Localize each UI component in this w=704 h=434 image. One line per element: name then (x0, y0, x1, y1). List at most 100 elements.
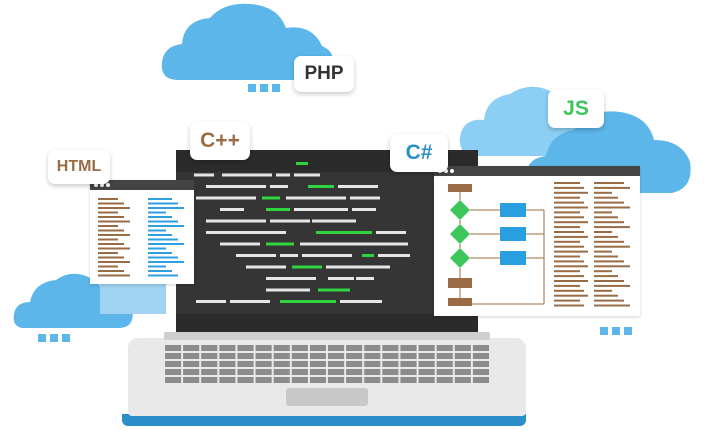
keyboard-key (382, 369, 399, 375)
flow-text-line (554, 275, 584, 278)
keyboard-key (436, 369, 453, 375)
keyboard-key (346, 377, 363, 383)
code-line (376, 231, 406, 234)
flow-process (500, 251, 526, 265)
html-code-line (148, 274, 178, 277)
code-line (340, 300, 382, 303)
keyboard-key (346, 353, 363, 359)
flow-text-line (554, 299, 580, 302)
keyboard-key (291, 353, 308, 359)
keyboard-key (418, 361, 435, 367)
keyboard-key (273, 361, 290, 367)
keyboard-key (346, 369, 363, 375)
flow-text-line (594, 211, 612, 214)
flow-text-line (594, 221, 624, 224)
code-line (286, 196, 346, 200)
keyboard-key (364, 369, 381, 375)
flow-text-line (554, 231, 584, 233)
flow-start (448, 184, 472, 192)
keyboard-key (291, 369, 308, 375)
html-code-line (148, 265, 166, 268)
keyboard-key (418, 353, 435, 359)
flow-text-line (594, 226, 630, 229)
flow-text-line (554, 245, 584, 248)
html-tag: HTML (48, 150, 110, 184)
keyboard-key (309, 345, 326, 351)
keyboard-key (183, 377, 200, 383)
flow-text-line (594, 235, 618, 238)
laptop-hinge (164, 332, 490, 340)
code-line-green (280, 300, 336, 303)
code-line (270, 185, 288, 188)
keyboard-key (255, 345, 272, 351)
code-line-green (318, 288, 350, 292)
flow-text-line (554, 250, 588, 253)
keyboard-key (183, 361, 200, 367)
keyboard-key (364, 345, 381, 351)
html-code-line (98, 243, 124, 245)
cloud-icon (13, 273, 133, 328)
flow-text-line (594, 201, 624, 204)
flow-text-line (594, 245, 630, 248)
html-code-line (98, 229, 124, 232)
keyboard-key (328, 353, 345, 359)
flow-text-line (594, 284, 630, 287)
html-code-line (98, 207, 130, 209)
code-line (378, 254, 410, 257)
flow-step (448, 278, 472, 288)
flow-text-line (594, 191, 612, 194)
code-line (266, 277, 316, 280)
html-code-line (98, 247, 130, 250)
keyboard-key (183, 345, 200, 351)
flow-text-line (554, 201, 584, 204)
html-code-line (148, 261, 184, 263)
code-line-green (362, 254, 374, 257)
keyboard-key (273, 345, 290, 351)
keyboard-key (454, 377, 471, 383)
keyboard-key (418, 377, 435, 383)
html-code-line (98, 270, 124, 272)
keyboard-key (291, 377, 308, 383)
html-code-line (98, 238, 118, 241)
keyboard-key (219, 345, 236, 351)
laptop-shadow-base (122, 414, 526, 426)
code-line (300, 242, 408, 246)
trackpad[interactable] (286, 388, 368, 406)
code-line-green (308, 185, 334, 188)
cloud-dots (600, 327, 632, 335)
flow-text-line (554, 206, 588, 209)
keyboard-key (346, 345, 363, 351)
code-line (356, 277, 374, 280)
html-code-line (98, 256, 124, 259)
keyboard-key (436, 377, 453, 383)
code-line (328, 277, 354, 280)
keyboard-key (165, 361, 182, 367)
flow-text-line (594, 182, 624, 184)
flow-text-line (594, 294, 618, 297)
code-line (266, 288, 310, 292)
keyboard-key (237, 353, 254, 359)
keyboard-key (382, 345, 399, 351)
keyboard-key (454, 369, 471, 375)
html-code-line (98, 274, 130, 277)
keyboard-key (364, 353, 381, 359)
keyboard-key (472, 361, 489, 367)
keyboard-key (472, 345, 489, 351)
keyboard-key (436, 345, 453, 351)
flow-text-line (554, 191, 588, 194)
keyboard-key (309, 361, 326, 367)
keyboard (165, 345, 489, 383)
keyboard-key (165, 377, 182, 383)
html-window-shadow (100, 280, 166, 314)
html-code-line (148, 252, 172, 254)
flow-text-line (554, 226, 580, 229)
keyboard-key (255, 361, 272, 367)
html-code-line (98, 198, 118, 200)
html-code-line (148, 256, 178, 259)
code-line (312, 219, 356, 223)
keyboard-key (219, 377, 236, 383)
html-code-line (98, 234, 130, 236)
code-line (206, 219, 266, 223)
html-code-line (98, 202, 124, 205)
flow-decision (450, 248, 470, 268)
